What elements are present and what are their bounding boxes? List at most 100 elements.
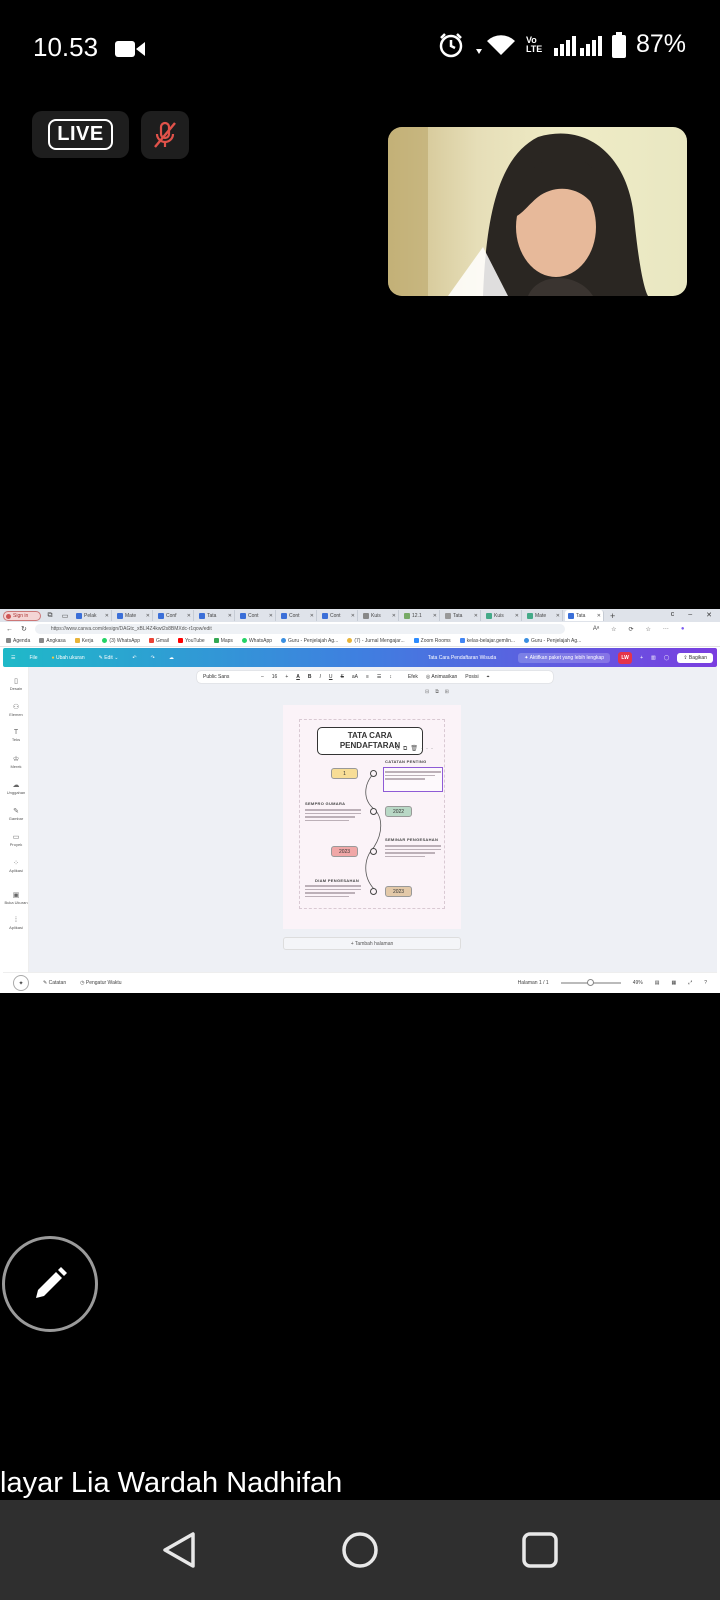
resize-button[interactable]: ● Ubah ukuran <box>52 655 85 661</box>
case-icon[interactable]: aA <box>351 674 358 680</box>
sidebar-item-elements[interactable]: ⚇Elemen <box>3 703 29 717</box>
back-nav-icon[interactable] <box>160 1530 200 1570</box>
bookmark-item[interactable]: (7) - Jurnal Mengajar... <box>347 638 405 644</box>
browser-tab[interactable]: Kuis✕ <box>360 610 399 621</box>
browser-tab[interactable]: Tata✕ <box>442 610 481 621</box>
bookmark-item[interactable]: Guru - Penjelajah Ag... <box>281 638 338 644</box>
effects-button[interactable]: Efek <box>407 674 418 680</box>
position-button[interactable]: Posisi <box>465 674 479 680</box>
browser-tab[interactable]: Cont✕ <box>278 610 317 621</box>
font-size-decrease[interactable]: – <box>261 674 264 680</box>
title-box[interactable]: TATA CARA PENDAFTARAN <box>317 727 423 755</box>
sidebar-item-apps[interactable]: ⁘Aplikasi <box>3 859 29 873</box>
paint-format-icon[interactable]: ⌖ <box>486 674 490 680</box>
zoom-slider[interactable] <box>560 979 621 986</box>
close-tab-icon[interactable]: ✕ <box>514 612 519 619</box>
browser-tab[interactable]: Cont✕ <box>237 610 276 621</box>
bookmark-item[interactable]: WhatsApp <box>241 638 272 644</box>
browser-tab-active[interactable]: Tata✕ <box>565 610 604 621</box>
italic-icon[interactable]: I <box>319 674 321 680</box>
file-menu[interactable]: File <box>29 654 38 661</box>
more-icon[interactable]: ··· <box>662 625 669 632</box>
browser-tab[interactable]: Mate✕ <box>114 610 153 621</box>
close-tab-icon[interactable]: ✕ <box>309 612 314 619</box>
mute-button[interactable] <box>141 111 189 159</box>
back-icon[interactable]: ← <box>6 625 13 633</box>
redo-icon[interactable]: ↷ <box>150 654 155 661</box>
close-tab-icon[interactable]: ✕ <box>555 612 560 619</box>
close-tab-icon[interactable]: ✕ <box>186 612 191 619</box>
browser-tab[interactable]: Mate✕ <box>524 610 563 621</box>
list-icon[interactable]: ☰ <box>376 674 382 680</box>
refresh-icon[interactable]: ⟳ <box>628 626 634 633</box>
restore-icon[interactable]: c <box>670 611 675 618</box>
rotate-icon[interactable]: ↻ <box>395 746 404 752</box>
browser-tab[interactable]: Tata✕ <box>196 610 235 621</box>
text-color-icon[interactable]: A <box>296 674 300 680</box>
sidebar-item-draw[interactable]: ✎Gambar <box>3 807 29 821</box>
close-tab-icon[interactable]: ✕ <box>268 612 273 619</box>
duplicate-icon[interactable]: ⧉ <box>403 746 411 752</box>
browser-tab[interactable]: Cont✕ <box>319 610 358 621</box>
favorites-icon[interactable]: ☆ <box>645 626 651 633</box>
close-window-icon[interactable]: ✕ <box>706 612 712 619</box>
bookmark-item[interactable]: (3) WhatsApp <box>102 638 140 644</box>
minimize-icon[interactable]: – <box>688 611 693 618</box>
recents-nav-icon[interactable] <box>520 1530 560 1570</box>
delete-icon[interactable]: 🗑 <box>410 746 421 752</box>
fullscreen-icon[interactable]: ⤢ <box>688 980 693 986</box>
strikethrough-icon[interactable]: S <box>340 674 344 680</box>
bold-icon[interactable]: B <box>307 674 312 680</box>
close-tab-icon[interactable]: ✕ <box>596 612 601 619</box>
zoom-slider-thumb[interactable] <box>586 979 594 986</box>
add-collaborator-icon[interactable]: + <box>640 654 643 661</box>
browser-tab[interactable]: Pelak✕ <box>73 610 112 621</box>
sidebar-item-design[interactable]: ▯Desain <box>3 677 29 691</box>
bookmark-item[interactable]: Angkasa <box>39 638 66 644</box>
font-select[interactable]: Public Sans <box>203 674 230 680</box>
comment-icon[interactable]: ◯ <box>663 654 670 661</box>
underline-icon[interactable]: U <box>328 674 333 680</box>
help-icon[interactable]: ? <box>704 980 707 986</box>
animate-button[interactable]: ◎ Animasikan <box>426 674 457 680</box>
close-tab-icon[interactable]: ✕ <box>104 612 109 619</box>
tab-actions-icon[interactable]: ⧉ <box>47 611 53 619</box>
undo-icon[interactable]: ↶ <box>132 654 137 661</box>
edit-mode-button[interactable]: ✎ Edit ⌄ <box>98 654 119 661</box>
sidebar-item-magic[interactable]: ▣Buka Ukuran <box>3 891 29 905</box>
timeline-step-2[interactable]: 2022 <box>385 806 412 817</box>
browser-tab[interactable]: 12.1✕ <box>401 610 440 621</box>
browser-tab[interactable]: Conf✕ <box>155 610 194 621</box>
magic-assistant-icon[interactable]: ✦ <box>13 975 29 991</box>
sidebar-item-more-apps[interactable]: ⁞Aplikasi <box>3 917 29 930</box>
avatar[interactable]: LW <box>618 651 633 664</box>
tab-list-icon[interactable]: ▭ <box>61 612 69 620</box>
add-page-button[interactable]: + Tambah halaman <box>283 937 461 950</box>
sidebar-item-uploads[interactable]: ☁Unggahan <box>3 781 29 795</box>
close-tab-icon[interactable]: ✕ <box>473 612 478 619</box>
bookmark-item[interactable]: kelas-belajar.gemlin... <box>459 638 515 644</box>
reader-icon[interactable]: Aᵃ <box>592 625 600 632</box>
duplicate-page-icon[interactable]: ⧉ <box>435 689 445 695</box>
bookmark-star-icon[interactable]: ☆ <box>611 626 617 633</box>
bookmark-item[interactable]: Gmail <box>148 638 169 644</box>
lock-icon[interactable]: ⊟ <box>425 689 436 695</box>
timeline-step-4[interactable]: 2023 <box>385 886 412 897</box>
bookmark-item[interactable]: Guru - Penjelajah Ag... <box>524 638 581 644</box>
participant-video[interactable] <box>388 127 687 296</box>
close-tab-icon[interactable]: ✕ <box>432 612 437 619</box>
notes-button[interactable]: ✎ Catatan <box>43 980 66 986</box>
pages-view-icon[interactable]: ▤ <box>654 980 660 986</box>
more-options-icon[interactable]: ··· <box>420 746 436 752</box>
close-tab-icon[interactable]: ✕ <box>145 612 150 619</box>
zoom-level[interactable]: 49% <box>632 980 643 986</box>
bookmark-item[interactable]: Kerja <box>74 638 93 644</box>
copilot-icon[interactable]: ● <box>680 625 685 632</box>
spacing-icon[interactable]: ↕ <box>389 674 392 680</box>
design-page[interactable]: TATA CARA PENDAFTARAN ↻⧉🗑··· 1 CATATAN P… <box>283 705 461 929</box>
insights-icon[interactable]: ▥ <box>650 654 656 661</box>
bookmark-item[interactable]: Agenda <box>6 638 30 644</box>
close-tab-icon[interactable]: ✕ <box>391 612 396 619</box>
profile-button[interactable]: Sign in <box>3 610 41 621</box>
